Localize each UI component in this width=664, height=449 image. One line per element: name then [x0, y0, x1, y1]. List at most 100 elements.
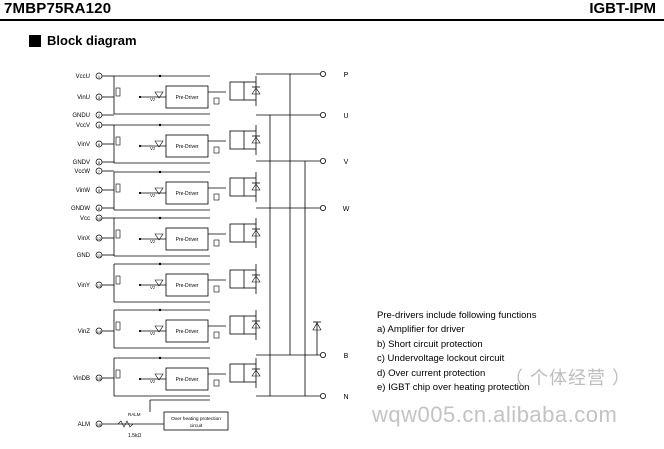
- device-type: IGBT-IPM: [589, 0, 656, 17]
- junction-dot: [138, 237, 142, 241]
- brake-diode: [312, 322, 322, 331]
- junction-dot: [158, 308, 162, 312]
- zener-label: Vz: [150, 193, 156, 198]
- input-pin-label: VinU: [77, 95, 90, 101]
- junction-dot: [138, 191, 142, 195]
- section-title: Block diagram: [47, 33, 137, 48]
- pin-terminal: [95, 111, 103, 119]
- junction-dot: [158, 170, 162, 174]
- overheat-box: [163, 411, 229, 431]
- junction-dot: [158, 74, 162, 78]
- freewheel-diode: [251, 275, 261, 283]
- pin-number: 8: [98, 206, 101, 211]
- zener-diode: [154, 233, 164, 241]
- capacitor: [115, 87, 121, 97]
- zener-label: Vz: [150, 331, 156, 336]
- input-pin-label: VinDB: [73, 376, 90, 382]
- header-rule: [0, 19, 664, 21]
- zener-label: Vz: [150, 146, 156, 151]
- sense-box: [213, 285, 220, 293]
- pin-terminal: [95, 140, 103, 148]
- capacitor: [115, 275, 121, 285]
- output-label: N: [343, 394, 348, 401]
- junction-dot: [138, 95, 142, 99]
- pin-terminal: [95, 214, 103, 222]
- junction-dot: [158, 216, 162, 220]
- alarm-resistor: [117, 420, 134, 428]
- zener-label: Vz: [150, 285, 156, 290]
- function-item: d) Over current protection: [377, 367, 486, 379]
- pin-number: 12: [97, 236, 102, 241]
- capacitor: [115, 229, 121, 239]
- pin-number: 7: [98, 169, 101, 174]
- output-label: P: [344, 72, 349, 79]
- sense-box: [213, 379, 220, 387]
- freewheel-diode: [251, 87, 261, 95]
- igbt-symbol: [229, 363, 245, 383]
- pre-driver-label: Pre-Driver: [176, 377, 199, 383]
- input-pin-label: ALM: [78, 422, 90, 428]
- output-terminal: [319, 204, 326, 211]
- igbt-symbol: [229, 81, 245, 101]
- pre-driver-label: Pre-Driver: [176, 95, 199, 101]
- pin-number: 1: [98, 74, 101, 79]
- pin-number: 2: [98, 113, 101, 118]
- pin-terminal: [95, 327, 103, 335]
- pre-driver-label: Pre-Driver: [176, 144, 199, 150]
- capacitor: [115, 136, 121, 146]
- junction-dot: [138, 144, 142, 148]
- input-pin-label: VinW: [76, 188, 91, 194]
- pin-terminal: [95, 234, 103, 242]
- watermark-text: （ 个体经营 ）: [505, 368, 632, 388]
- function-item: e) IGBT chip over heating protection: [377, 382, 530, 394]
- model-number: 7MBP75RA120: [4, 0, 112, 17]
- input-pin-label: VccV: [76, 123, 90, 129]
- input-pin-label: VinV: [77, 142, 90, 148]
- pre-driver-label: Pre-Driver: [176, 283, 199, 289]
- input-pin-label: GNDU: [72, 113, 90, 119]
- overheat-label: circuit: [190, 423, 203, 429]
- section-marker: [29, 35, 41, 47]
- freewheel-diode: [251, 136, 261, 144]
- pre-driver-label: Pre-Driver: [176, 237, 199, 243]
- pin-terminal: [95, 72, 103, 80]
- zener-label: Vz: [150, 97, 156, 102]
- output-terminal: [319, 71, 326, 78]
- pin-number: 15: [97, 376, 102, 381]
- pre-driver-box: [165, 85, 209, 109]
- output-label: U: [343, 113, 348, 120]
- pin-number: 9: [98, 188, 101, 193]
- input-pin-label: VinX: [77, 236, 90, 242]
- junction-dot: [138, 283, 142, 287]
- pin-terminal: [95, 121, 103, 129]
- pin-terminal: [95, 167, 103, 175]
- igbt-symbol: [229, 269, 245, 289]
- output-terminal: [319, 351, 326, 358]
- output-terminal: [319, 157, 326, 164]
- output-label: V: [344, 159, 349, 166]
- zener-diode: [154, 140, 164, 148]
- input-pin-label: VinY: [77, 283, 90, 289]
- junction-dot: [158, 262, 162, 266]
- pre-driver-box: [165, 273, 209, 297]
- zener-diode: [154, 373, 164, 381]
- zener-label: Vz: [150, 379, 156, 384]
- watermark-url: wqw005.cn.alibaba.com: [372, 402, 618, 427]
- junction-dot: [158, 356, 162, 360]
- pin-number: 5: [98, 160, 101, 165]
- igbt-symbol: [229, 130, 245, 150]
- input-pin-label: VccU: [76, 74, 90, 80]
- capacitor: [115, 183, 121, 193]
- pre-driver-box: [165, 367, 209, 391]
- pin-terminal: [95, 374, 103, 382]
- igbt-symbol: [229, 223, 245, 243]
- input-pin-label: GNDW: [71, 206, 90, 212]
- sense-box: [213, 239, 220, 247]
- zener-diode: [154, 187, 164, 195]
- junction-dot: [158, 123, 162, 127]
- pin-terminal: [95, 251, 103, 259]
- pre-driver-label: Pre-Driver: [176, 329, 199, 335]
- freewheel-diode: [251, 369, 261, 377]
- function-list: Pre-drivers include following functions …: [377, 309, 536, 395]
